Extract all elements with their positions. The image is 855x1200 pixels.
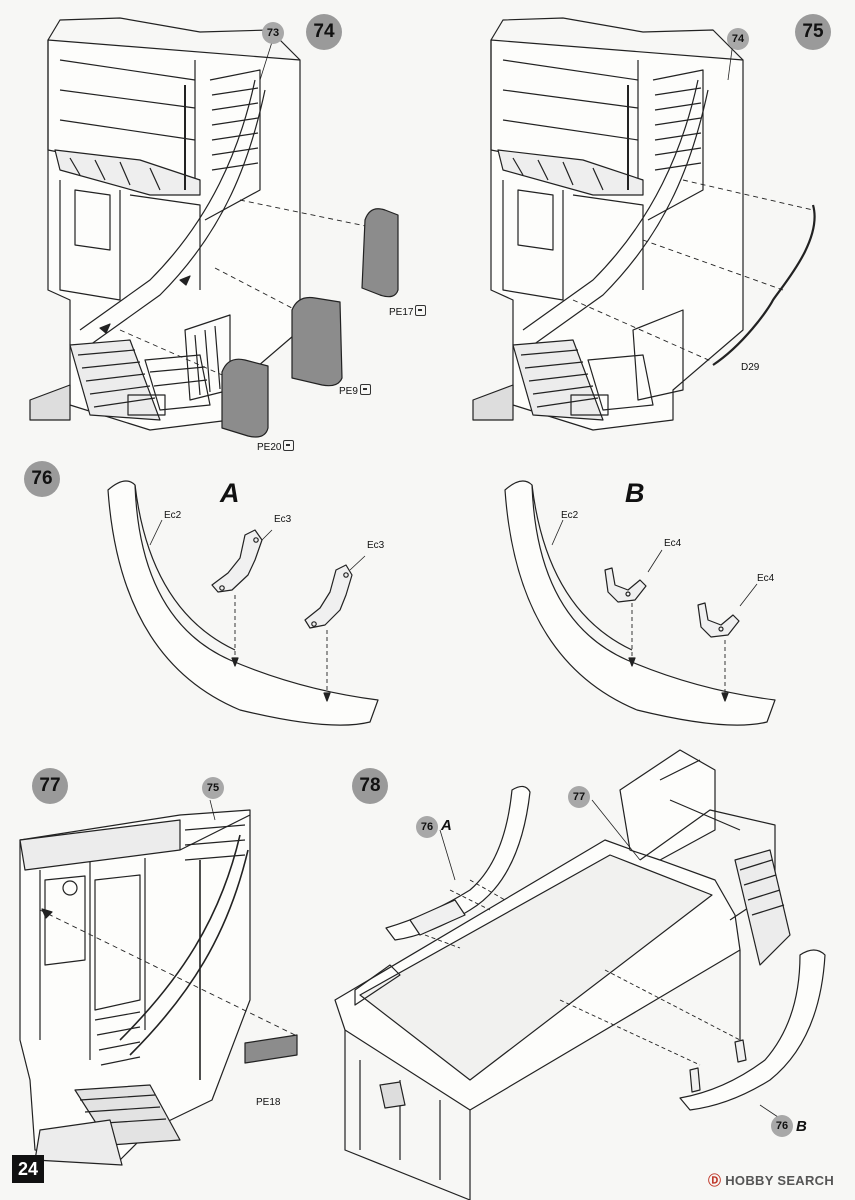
photo-etch-icon	[415, 305, 427, 316]
step-76-badge: 76	[24, 461, 60, 497]
part-label-ec4-2: Ec4	[757, 573, 775, 584]
variant-a-letter: A	[220, 478, 240, 508]
ref-76b-letter: B	[796, 1118, 807, 1135]
ref-76a-badge: 76	[416, 816, 438, 838]
part-label-pe18: PE18	[256, 1097, 281, 1108]
part-label-pe17: PE17	[389, 305, 427, 318]
variant-b-letter: B	[625, 478, 645, 508]
photo-etch-icon	[359, 384, 371, 395]
ref-75-badge: 75	[202, 777, 224, 799]
step-74-badge: 74	[306, 14, 342, 50]
step-74-cab-assembly	[29, 17, 399, 438]
ref-73-badge: 73	[262, 22, 284, 44]
ref-76b-badge: 76	[771, 1115, 793, 1137]
ref-74-badge: 74	[727, 28, 749, 50]
part-label-pe9: PE9	[339, 384, 371, 397]
ref-76a-letter: A	[441, 817, 452, 834]
part-label-ec3-1: Ec3	[274, 514, 292, 525]
part-label-ec3-2: Ec3	[367, 540, 385, 551]
part-label-pe20: PE20	[257, 440, 295, 453]
part-label-ec2-a: Ec2	[164, 510, 182, 521]
step-76a-fender	[107, 480, 379, 726]
step-76b-fender	[504, 480, 776, 726]
step-78-body-assembly	[334, 749, 826, 1200]
step-77-badge: 77	[32, 768, 68, 804]
photo-etch-icon	[283, 440, 295, 451]
part-label-d29: D29	[741, 362, 760, 373]
step-78-badge: 78	[352, 768, 388, 804]
ref-77-badge: 77	[568, 786, 590, 808]
step-77-cab-side	[19, 799, 298, 1166]
part-label-ec4-1: Ec4	[664, 538, 682, 549]
page-number: 24	[12, 1155, 44, 1183]
step-75-badge: 75	[795, 14, 831, 50]
step-75-cab-assembly	[472, 17, 816, 431]
watermark-text: HOBBY SEARCH	[725, 1173, 835, 1188]
part-label-ec2-b: Ec2	[561, 510, 579, 521]
watermark-logo-icon: Ⓓ	[708, 1173, 722, 1188]
watermark: Ⓓ HOBBY SEARCH	[708, 1170, 834, 1189]
